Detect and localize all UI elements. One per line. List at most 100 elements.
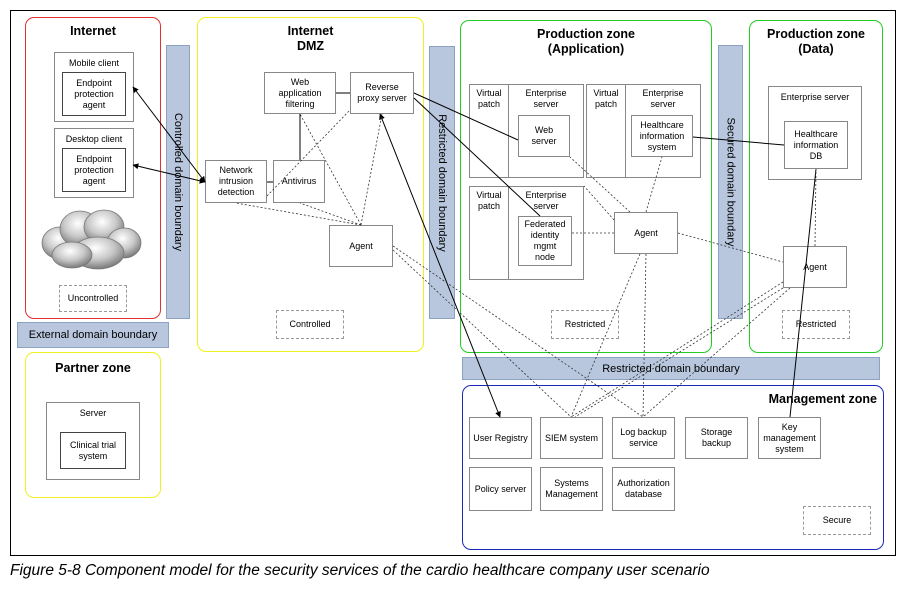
storage-backup: Storage backup — [685, 417, 748, 459]
antivirus-label: Antivirus — [281, 176, 317, 186]
dots-dataagent-siem2 — [574, 287, 784, 418]
diagram-frame — [10, 10, 896, 556]
healthcare-information-db: Healthcare information DB — [784, 121, 848, 169]
uncontrolled-label: Uncontrolled — [67, 293, 119, 303]
app-server-3-divider — [508, 186, 509, 280]
mobile-endpoint-agent-label: Endpoint protection agent — [74, 77, 114, 110]
controlled-label: Controlled — [289, 319, 331, 329]
mobile-client-label: Mobile client — [68, 58, 120, 68]
enterprise-server-2: Enterprise server — [642, 88, 684, 109]
virtual-patch-1: Virtual patch — [476, 88, 502, 109]
secure-label-box: Secure — [803, 506, 871, 535]
user-registry-label: User Registry — [473, 432, 528, 443]
zone-prod-data-title: Production zone (Data) — [767, 27, 865, 56]
restricted-domain-boundary-horizontal: Restricted domain boundary — [462, 357, 880, 380]
dots-agent-nids — [235, 202, 362, 226]
zone-management-title: Management zone — [768, 392, 877, 406]
desktop-endpoint-agent-label: Endpoint protection agent — [74, 153, 114, 186]
prod-app-restricted-label: Restricted — [564, 319, 606, 329]
dots-appagent-dataagent — [677, 232, 784, 263]
desktop-client-label: Desktop client — [65, 134, 123, 144]
network-intrusion-detection-label: Network intrusion detection — [217, 165, 255, 197]
user-registry: User Registry — [469, 417, 532, 459]
log-backup-service-label: Log backup service — [620, 427, 667, 448]
zone-partner-title: Partner zone — [55, 361, 131, 375]
app-server-1-divider — [508, 84, 509, 178]
siem-system-label: SIEM system — [544, 432, 598, 443]
partner-server-label: Server — [79, 408, 107, 418]
clinical-trial-system: Clinical trial system — [60, 432, 126, 469]
dots-dataagent-siem — [570, 281, 784, 418]
key-management-system: Key management system — [758, 417, 821, 459]
zone-prod-data: Production zone (Data) — [749, 20, 883, 353]
reverse-proxy-server-label: Reverse proxy server — [357, 82, 407, 103]
web-application-filtering: Web application filtering — [264, 72, 336, 114]
dots-appagent-webserver — [569, 156, 631, 213]
enterprise-server-1: Enterprise server — [525, 88, 567, 109]
dots-appagent-group1 — [583, 185, 615, 221]
prod-data-agent: Agent — [783, 246, 847, 288]
log-backup-service: Log backup service — [612, 417, 675, 459]
secure-label: Secure — [822, 515, 852, 525]
web-application-filtering-label: Web application filtering — [278, 76, 322, 109]
healthcare-information-system: Healthcare information system — [631, 115, 693, 157]
dots-dataagent-db — [814, 168, 817, 247]
app-server-2-divider — [625, 84, 626, 178]
siem-system: SIEM system — [540, 417, 603, 459]
prod-data-restricted-label-box: Restricted — [782, 310, 850, 339]
arrow-userregistry-to-proxy — [379, 113, 501, 418]
systems-management-label: Systems Management — [545, 478, 598, 499]
dots-agent-antivirus — [299, 202, 362, 226]
prod-app-restricted-label-box: Restricted — [551, 310, 619, 339]
dots-agent-filtering — [299, 113, 362, 226]
healthcare-information-db-label: Healthcare information DB — [793, 128, 839, 161]
prod-data-restricted-label: Restricted — [795, 319, 837, 329]
zone-partner: Partner zone — [25, 352, 161, 498]
virtual-patch-2: Virtual patch — [593, 88, 619, 109]
healthcare-information-system-label: Healthcare information system — [639, 119, 685, 152]
line-proxy-to-webserver — [413, 92, 519, 141]
figure-caption: Figure 5-8 Component model for the secur… — [10, 562, 710, 579]
dots-agent-proxy — [360, 113, 383, 226]
storage-backup-label: Storage backup — [700, 427, 733, 448]
line-db-to-keymgmt — [789, 168, 817, 418]
reverse-proxy-server: Reverse proxy server — [350, 72, 414, 114]
network-intrusion-detection: Network intrusion detection — [205, 160, 267, 203]
line-his-to-db — [692, 136, 785, 146]
clinical-trial-system-label: Clinical trial system — [69, 439, 116, 461]
dots-appagent-logbackup — [642, 253, 647, 418]
key-management-system-label: Key management system — [763, 421, 816, 454]
policy-server-label: Policy server — [474, 483, 527, 494]
arrow-desktop-to-nids — [132, 163, 206, 184]
prod-app-agent: Agent — [614, 212, 678, 254]
zone-internet-title: Internet — [70, 24, 116, 38]
restricted-domain-boundary-horizontal-label: Restricted domain boundary — [602, 362, 740, 375]
systems-management: Systems Management — [540, 467, 603, 511]
mobile-endpoint-agent: Endpoint protection agent — [62, 72, 126, 116]
authorization-database-label: Authorization database — [617, 478, 670, 499]
prod-app-agent-label: Agent — [634, 227, 658, 238]
zone-management: Management zone — [462, 385, 884, 550]
secured-domain-boundary: Secured domain boundary — [718, 45, 743, 319]
zone-prod-app-title: Production zone (Application) — [537, 27, 635, 56]
authorization-database: Authorization database — [612, 467, 675, 511]
policy-server: Policy server — [469, 467, 532, 511]
federated-identity-mgmt-node-label: Federated identity mgmt node — [524, 219, 566, 262]
web-server-label: Web server — [531, 125, 557, 146]
external-domain-boundary-label: External domain boundary — [28, 329, 158, 341]
web-server: Web server — [518, 115, 570, 157]
desktop-endpoint-agent: Endpoint protection agent — [62, 148, 126, 192]
external-domain-boundary: External domain boundary — [17, 322, 169, 348]
federated-identity-mgmt-node: Federated identity mgmt node — [518, 216, 572, 266]
dots-agent-siem — [392, 249, 572, 418]
line-proxy-to-fim — [413, 97, 541, 217]
dots-dataagent-logbackup — [642, 287, 791, 418]
data-enterprise-server-label: Enterprise server — [780, 92, 850, 102]
enterprise-server-3: Enterprise server — [525, 190, 567, 211]
dots-appagent-his — [645, 156, 663, 213]
antivirus: Antivirus — [273, 160, 325, 203]
cloud-icon — [38, 205, 144, 275]
dmz-agent-label: Agent — [349, 240, 373, 251]
prod-data-agent-label: Agent — [803, 261, 827, 272]
